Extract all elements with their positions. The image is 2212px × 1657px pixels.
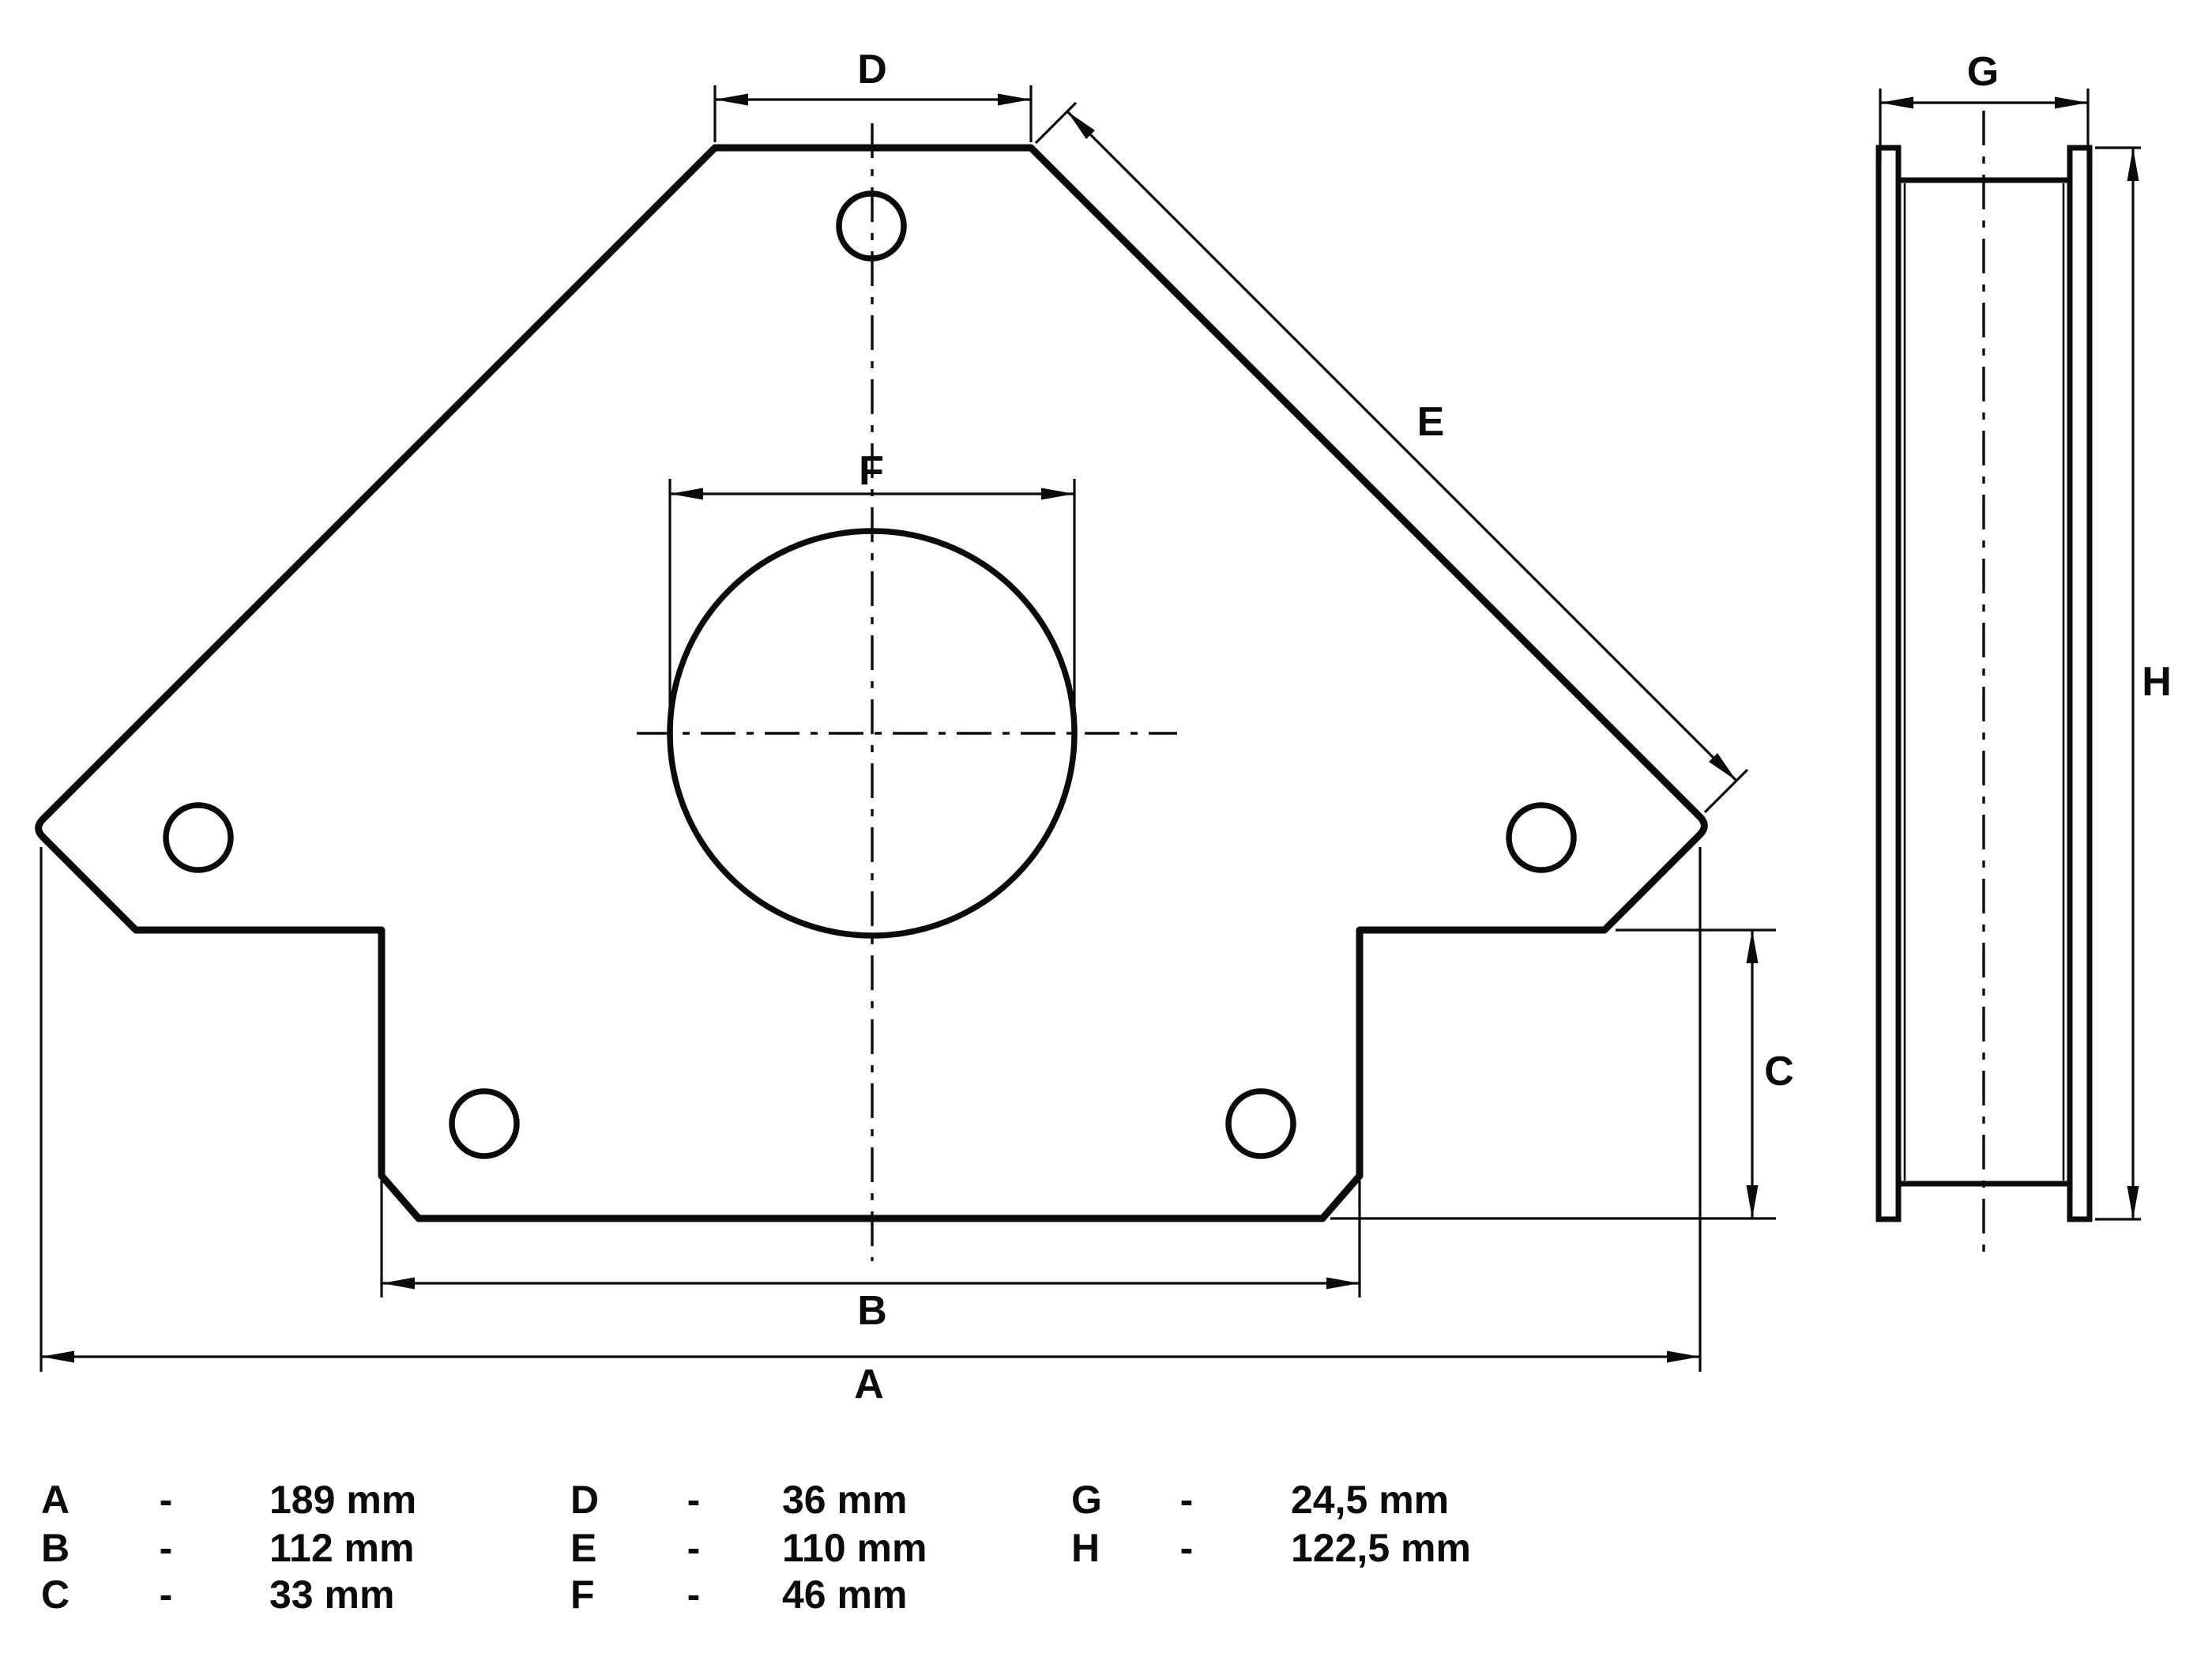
dimension-D: D [713, 47, 1033, 142]
legend-value: 24,5 mm [1291, 1478, 1449, 1522]
arrowhead [1880, 96, 1913, 109]
dimension-label-G: G [1967, 49, 1999, 95]
legend-separator: - [160, 1478, 173, 1522]
arrowhead [1746, 1185, 1759, 1218]
legend-separator: - [687, 1526, 701, 1570]
mounting-hole-top [836, 190, 907, 262]
arrowhead [998, 93, 1031, 106]
legend-value: 112 mm [269, 1526, 414, 1570]
legend-letter: B [41, 1526, 70, 1570]
dimension-label-F: F [859, 448, 884, 494]
dimension-label-B: B [857, 1288, 887, 1334]
dimension-label-E: E [1417, 399, 1445, 445]
side-view: G H [1875, 49, 2172, 1258]
arrowhead [2127, 1186, 2139, 1219]
legend-value: 46 mm [782, 1572, 907, 1617]
arrowhead [1667, 1350, 1700, 1363]
legend-separator: - [1180, 1526, 1194, 1570]
arrowhead [2055, 96, 2088, 109]
dimension-G: G [1879, 49, 2090, 160]
legend-letter: H [1071, 1526, 1100, 1570]
arrowhead [715, 93, 748, 106]
legend-separator: - [160, 1526, 173, 1570]
side-plate-right [2067, 145, 2093, 1222]
mounting-hole-right [1506, 802, 1577, 873]
legend-separator: - [687, 1478, 701, 1522]
dimension-label-D: D [857, 47, 887, 92]
dimension-B: B [380, 1181, 1361, 1334]
dimension-H: H [2095, 146, 2172, 1221]
legend: A - 189 mm B - 112 mm C - 33 mm D - 36 m… [41, 1478, 1471, 1617]
front-view: D E F C [35, 47, 1794, 1407]
arrowhead [2127, 148, 2139, 181]
arrowhead [670, 488, 703, 500]
legend-value: 33 mm [269, 1572, 394, 1617]
side-plate-left [1875, 145, 1902, 1222]
arrowhead [41, 1350, 74, 1363]
legend-value: 122,5 mm [1291, 1526, 1471, 1570]
dimension-label-A: A [854, 1361, 884, 1407]
legend-letter: C [41, 1572, 70, 1617]
dimension-F: F [668, 448, 1076, 735]
legend-letter: E [570, 1526, 596, 1570]
arrowhead [1326, 1277, 1360, 1290]
dimension-C: C [1330, 928, 1794, 1220]
legend-letter: G [1071, 1478, 1102, 1522]
mounting-hole-bottom-left [449, 1088, 520, 1159]
mounting-hole-left [163, 802, 234, 873]
dimension-A: A [40, 847, 1702, 1407]
legend-separator: - [160, 1572, 173, 1617]
front-view-outline [35, 144, 1708, 1222]
dimension-label-H: H [2142, 659, 2172, 705]
arrowhead [1067, 111, 1095, 139]
extension-line [1703, 768, 1749, 814]
dimension-line [1066, 110, 1738, 782]
dimension-label-C: C [1764, 1049, 1794, 1094]
legend-letter: F [570, 1572, 595, 1617]
legend-letter: A [41, 1478, 70, 1522]
arrowhead [1746, 930, 1759, 963]
arrowhead [382, 1277, 415, 1290]
mounting-hole-bottom-right [1225, 1088, 1296, 1159]
legend-value: 110 mm [782, 1526, 927, 1570]
legend-separator: - [687, 1572, 701, 1617]
legend-value: 36 mm [782, 1478, 907, 1522]
legend-letter: D [570, 1478, 599, 1522]
legend-value: 189 mm [269, 1478, 416, 1522]
dimension-E: E [1034, 101, 1749, 814]
legend-separator: - [1180, 1478, 1194, 1522]
arrowhead [1041, 488, 1074, 500]
arrowhead [1709, 753, 1736, 781]
extension-line [1034, 101, 1078, 145]
